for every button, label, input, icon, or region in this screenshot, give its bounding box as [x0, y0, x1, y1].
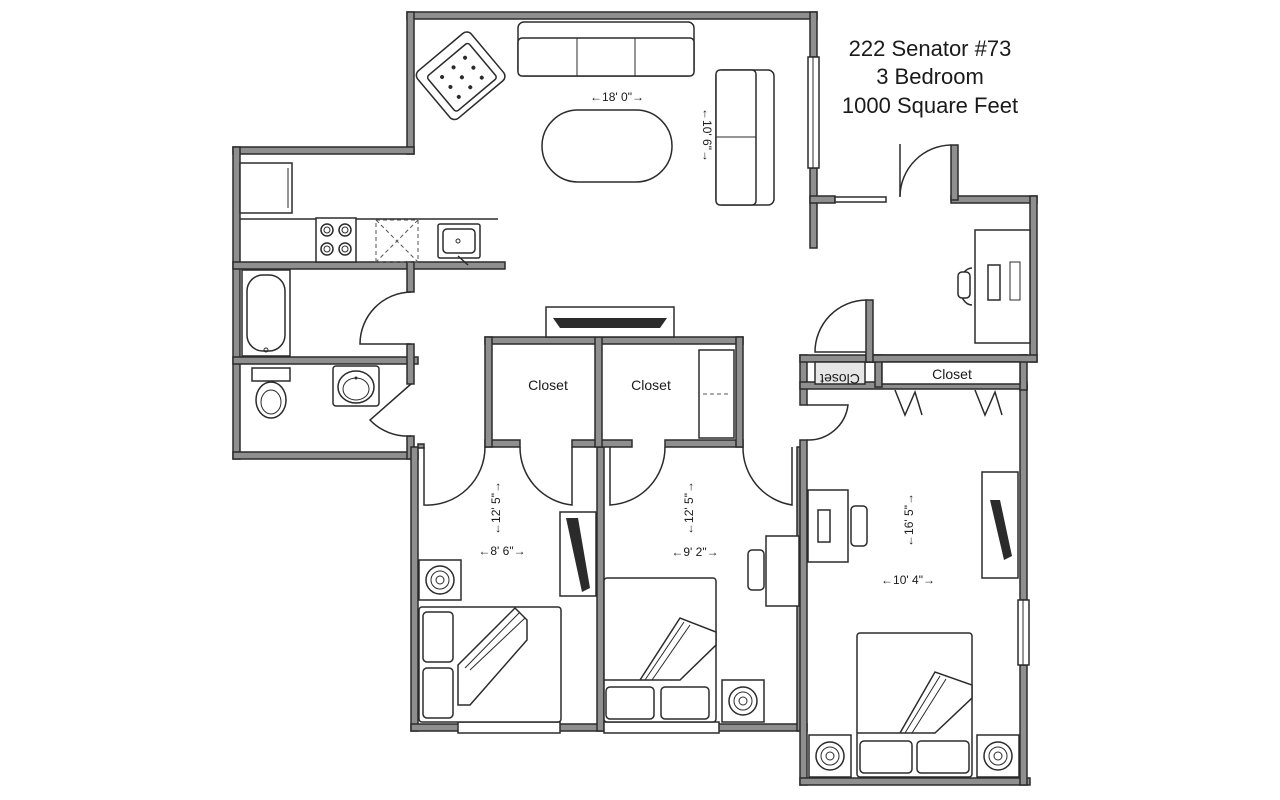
wall-kitchen-top [232, 146, 415, 155]
wall-closet1-left [484, 336, 493, 448]
door-bifold-2 [974, 389, 1003, 417]
walls [232, 11, 1038, 786]
wall-bed3-east-upper [1019, 384, 1028, 601]
doors [359, 144, 1003, 506]
door-closet-bed1 [519, 446, 573, 506]
wall-living-right-lower [809, 167, 818, 249]
loveseat [715, 69, 775, 206]
plan-title-address: 222 Senator #73 [848, 36, 1012, 61]
bedroom-1 [418, 511, 597, 723]
door-office [814, 299, 867, 353]
door-bath [359, 291, 412, 345]
kitchen-sink [437, 223, 481, 266]
dishwasher [375, 219, 419, 263]
sofa [517, 21, 695, 77]
bath-sink [332, 365, 380, 407]
bathroom [241, 269, 380, 419]
bed1-nightstand [418, 559, 462, 601]
bathtub [241, 269, 291, 357]
closet-3-label: Closet [932, 366, 972, 382]
closets: Closet Closet Closet Closet [528, 349, 1021, 439]
door-bed2 [609, 446, 666, 506]
wall-bed3-west [799, 439, 808, 786]
closet-small [814, 361, 866, 385]
door-bifold-1 [894, 389, 923, 417]
wall-closet2-right [735, 336, 744, 448]
wall-bath-divider [232, 356, 419, 365]
wall-entry-stub [809, 195, 836, 204]
wall-closet4-top [799, 354, 876, 363]
bed3-nightstand-left [808, 734, 852, 778]
armchair [415, 31, 506, 121]
wall-office-door-jamb [950, 144, 959, 201]
dim-living-width: ←18' 0"→ [590, 90, 644, 104]
wall-bed1-west [410, 446, 419, 732]
office [957, 229, 1031, 344]
wall-living-left [406, 11, 415, 155]
tv-console [545, 306, 675, 338]
office-laptop [987, 264, 1001, 301]
bed1-dresser [559, 511, 597, 597]
wall-bed1-bed2 [596, 446, 605, 732]
bed2-nightstand [721, 679, 765, 723]
dimensions: ←18' 0"→ ←10' 6"→ ←12' 5"→ ←8' 6"→ ←12' … [478, 90, 935, 587]
window-bed1 [457, 721, 561, 734]
closet-4-label: Closet [820, 371, 860, 387]
wall-bath-east-upper [406, 261, 415, 293]
window-entry [834, 196, 887, 203]
dim-bed2-width: ←9' 2"→ [671, 545, 718, 559]
wall-bed3-south [799, 777, 1031, 786]
wall-closets-top [484, 336, 744, 345]
closet-2-label: Closet [631, 377, 671, 393]
bed3-dresser [981, 471, 1019, 579]
window-bed2 [603, 721, 720, 734]
kitchen [239, 162, 498, 266]
bed2-bed [603, 577, 717, 723]
bed2-desk [747, 535, 800, 607]
dim-bed1-width: ←8' 6"→ [478, 544, 525, 558]
wall-bath-bottom [232, 451, 419, 460]
bedroom-3 [807, 471, 1020, 778]
wall-living-right-upper [809, 11, 818, 58]
bedroom-2 [603, 535, 800, 723]
door-bed1 [423, 446, 486, 506]
door-entry [899, 144, 952, 197]
dim-bed2-depth: ←12' 5"→ [682, 481, 696, 535]
coffee-table [541, 109, 673, 183]
dim-bed1-depth: ←12' 5"→ [489, 481, 503, 535]
closet-dresser [698, 349, 735, 439]
plan-title-area: 1000 Square Feet [841, 93, 1019, 118]
wall-office-east [1029, 195, 1038, 363]
bed3-desk [807, 489, 868, 563]
bed3-bed [856, 632, 973, 778]
dim-bed3-depth: ←16' 5"→ [902, 493, 916, 547]
plan-title-bedrooms: 3 Bedroom [876, 64, 984, 89]
bed3-nightstand-right [976, 734, 1020, 778]
wall-west [232, 146, 241, 460]
wall-living-top [406, 11, 818, 20]
bed1-bed [418, 606, 562, 723]
closet-1-label: Closet [528, 377, 568, 393]
door-bed3 [806, 404, 849, 441]
wall-bed3-east-lower [1019, 664, 1028, 786]
dim-living-depth: ←10' 6"→ [700, 108, 714, 162]
living-room-furniture [415, 21, 775, 338]
wall-office-west [865, 299, 874, 363]
wall-office-bottom [865, 354, 1038, 363]
wall-closet-divider [594, 336, 603, 448]
stove [315, 217, 357, 263]
door-closet-bed2 [742, 446, 793, 506]
door-laundry [368, 383, 412, 437]
wall-kitchen-counter-wall [232, 261, 506, 270]
refrigerator [239, 162, 293, 214]
office-desk [974, 229, 1031, 344]
wall-bed2-top-right [664, 439, 744, 448]
toilet [251, 367, 291, 419]
closet-3-box [881, 361, 1021, 385]
dim-bed3-width: ←10' 4"→ [881, 573, 935, 587]
wall-office-top [950, 195, 1038, 204]
wall-stub [417, 443, 425, 449]
wall-bath-east-mid [406, 343, 415, 385]
